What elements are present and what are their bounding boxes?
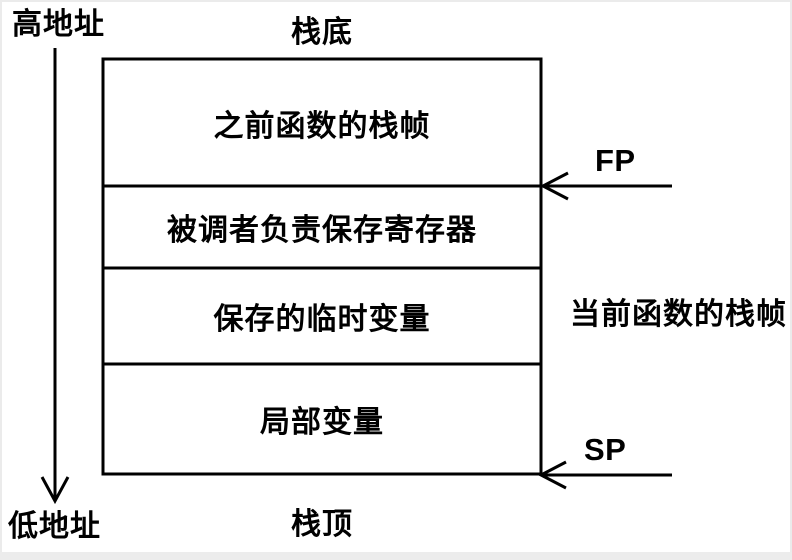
- fp-label: FP: [595, 143, 636, 178]
- stack-section-label: 保存的临时变量: [213, 303, 431, 336]
- high-address-label: 高地址: [12, 8, 105, 41]
- stack-section-label: 之前函数的栈帧: [213, 109, 431, 143]
- stack-section-previous-frame: 之前函数的栈帧: [103, 59, 541, 186]
- stack-section-saved-temporaries: 保存的临时变量: [103, 268, 541, 364]
- stack-top-label: 栈顶: [291, 508, 353, 541]
- fp-arrow-icon: [539, 171, 672, 201]
- stack-bottom-caption-wrap: 栈底: [103, 12, 541, 49]
- stack-section-local-variables: 局部变量: [103, 364, 541, 474]
- screenshot-edge-top: [0, 0, 792, 2]
- stack-section-label: 局部变量: [260, 406, 384, 439]
- address-down-arrow-icon: [40, 48, 70, 505]
- screenshot-edge-right: [790, 0, 792, 560]
- sp-arrow-icon: [537, 460, 672, 490]
- stack-section-dividers: [103, 184, 541, 366]
- screenshot-edge-left: [0, 0, 2, 560]
- current-frame-label: 当前函数的栈帧: [570, 298, 787, 331]
- sp-label: SP: [584, 432, 627, 467]
- stack-section-label: 被调者负责保存寄存器: [167, 214, 477, 247]
- screenshot-edge-bottom: [0, 552, 792, 560]
- stack-top-caption-wrap: 栈顶: [103, 504, 541, 541]
- stack-bottom-label: 栈底: [291, 16, 353, 49]
- stack-section-callee-saved-registers: 被调者负责保存寄存器: [103, 186, 541, 268]
- low-address-label: 低地址: [8, 510, 101, 543]
